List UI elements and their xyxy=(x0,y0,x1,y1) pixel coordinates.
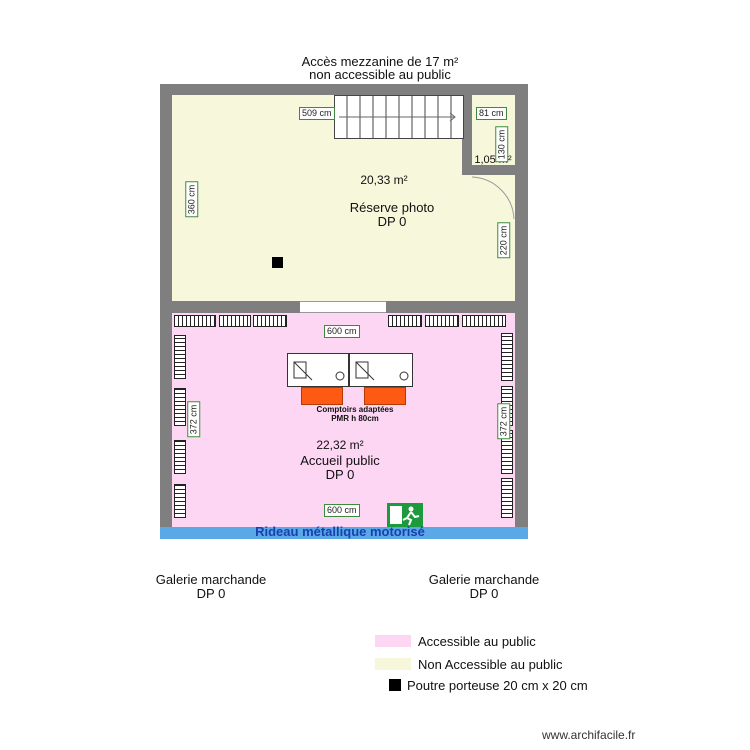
accueil-area: 22,32 m² xyxy=(316,438,364,452)
emergency-exit-icon xyxy=(387,503,423,527)
mezzanine-title-line2: non accessible au public xyxy=(309,67,451,82)
wall-middle-right xyxy=(386,301,515,313)
wall-small-room-bottom xyxy=(462,165,515,175)
comptoir-label-line2: PMR h 80cm xyxy=(331,414,379,423)
galerie-left-dp: DP 0 xyxy=(196,586,226,601)
shelving-icon xyxy=(501,478,513,518)
legend-accessible-label: Accessible au public xyxy=(418,634,536,649)
shelving-icon xyxy=(425,315,459,327)
counter-right xyxy=(364,387,406,405)
counter-left xyxy=(301,387,343,405)
reserve-dp: DP 0 xyxy=(377,214,407,229)
wall-top xyxy=(160,84,528,95)
shelving-icon xyxy=(462,315,506,327)
comptoir-label-line1: Comptoirs adaptées xyxy=(316,405,394,414)
dim-accueil-left-height: 372 cm xyxy=(187,401,201,438)
shelving-icon xyxy=(174,440,186,474)
reserve-area: 20,33 m² xyxy=(360,173,408,187)
desk-drawing-icon xyxy=(293,361,345,381)
wall-middle-left xyxy=(172,301,300,313)
dim-accueil-right-height: 372 cm xyxy=(497,403,511,440)
rideau-metallique xyxy=(160,527,528,539)
galerie-left-name: Galerie marchande xyxy=(155,572,267,587)
shelving-icon xyxy=(174,388,186,426)
shelving-icon xyxy=(501,333,513,381)
footer-brand[interactable]: www.archifacile.fr xyxy=(542,728,636,742)
dim-top-width: 509 cm xyxy=(299,107,335,120)
staircase-icon[interactable] xyxy=(334,95,464,139)
shelving-icon xyxy=(253,315,287,327)
desk-drawing-icon xyxy=(355,361,409,381)
shelving-icon xyxy=(174,335,186,379)
mezzanine-title-line1: Accès mezzanine de 17 m² xyxy=(301,54,459,69)
pillar-icon xyxy=(272,257,283,268)
passage-opening xyxy=(300,301,386,313)
desk-icon[interactable] xyxy=(349,353,413,387)
dim-door-side: 220 cm xyxy=(497,222,511,259)
legend-swatch-non-accessible xyxy=(375,658,411,670)
accueil-dp: DP 0 xyxy=(325,467,355,482)
galerie-right-dp: DP 0 xyxy=(469,586,499,601)
legend-pillar-icon xyxy=(389,679,401,691)
accueil-name: Accueil public xyxy=(300,453,380,468)
galerie-right-name: Galerie marchande xyxy=(428,572,540,587)
legend-non-accessible-label: Non Accessible au public xyxy=(418,657,563,672)
door-swing-icon xyxy=(471,176,515,220)
legend-poutre-label: Poutre porteuse 20 cm x 20 cm xyxy=(407,678,588,693)
wall-small-room-left xyxy=(462,95,472,175)
dim-reserve-height: 360 cm xyxy=(185,181,199,218)
reserve-name: Réserve photo xyxy=(349,200,435,215)
rideau-label: Rideau métallique motorisé xyxy=(255,524,425,539)
shelving-icon xyxy=(219,315,251,327)
room-accueil-public[interactable] xyxy=(172,313,515,527)
small-room-area: 1,05 m² xyxy=(474,154,512,166)
shelving-icon xyxy=(388,315,422,327)
desk-icon[interactable] xyxy=(287,353,349,387)
dim-accueil-bottom-width: 600 cm xyxy=(324,504,360,517)
wall-left xyxy=(160,84,172,535)
shelving-icon xyxy=(174,315,216,327)
dim-small-width: 81 cm xyxy=(476,107,507,120)
dim-accueil-top-width: 600 cm xyxy=(324,325,360,338)
wall-right xyxy=(515,84,528,535)
shelving-icon xyxy=(174,484,186,518)
legend-swatch-accessible xyxy=(375,635,411,647)
dim-small-height: 130 cm xyxy=(495,126,509,163)
